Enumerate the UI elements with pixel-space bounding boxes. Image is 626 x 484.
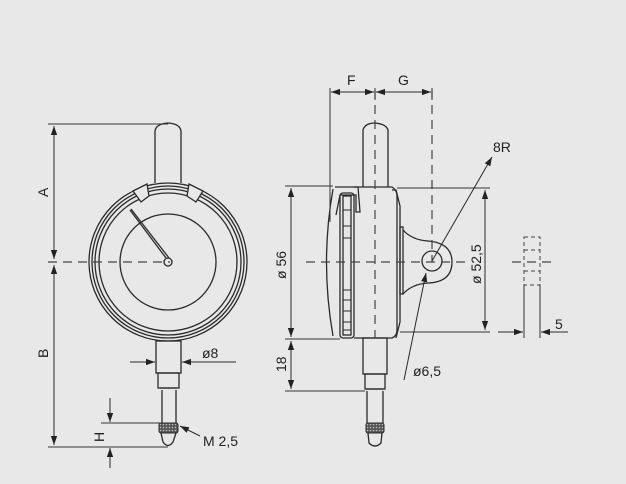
label-bezel-diameter: ø 52,5 — [468, 244, 484, 284]
thread-callout: M 2,5 — [179, 425, 238, 449]
label-lug-radius: 8R — [493, 139, 511, 155]
lug-radius-callout: 8R — [431, 139, 511, 262]
dimension-H: H — [91, 398, 160, 468]
stem — [155, 340, 182, 447]
plunger-cap — [154, 122, 182, 183]
label-case-diameter: ø 56 — [273, 251, 289, 279]
front-view: A B ø8 H M 2,5 — [35, 122, 248, 468]
label-lug-width: 5 — [555, 316, 563, 332]
label-stem-length: 18 — [273, 356, 289, 372]
bezel-ring — [339, 192, 355, 339]
lug — [402, 229, 453, 295]
label-F: F — [347, 72, 356, 88]
label-thread: M 2,5 — [203, 433, 238, 449]
side-view: F G ø 56 18 ø 52,5 8R ø6,5 — [273, 72, 511, 447]
dimension-case-diameter: ø 56 18 — [273, 185, 365, 392]
bezel-ticks — [343, 209, 351, 331]
dimension-stem-diameter: ø8 — [130, 345, 236, 366]
lug-hole-callout: ø6,5 — [403, 272, 441, 381]
dimension-A-B: A B — [35, 123, 168, 448]
knurled-tip — [158, 422, 179, 434]
bezel-clip-left — [132, 183, 150, 203]
bezel-clip-right — [186, 183, 204, 203]
label-A: A — [35, 187, 51, 197]
dial-face — [119, 213, 217, 311]
dimension-F-G: F G — [329, 72, 433, 222]
case-body — [354, 186, 398, 339]
label-stem-diameter: ø8 — [202, 345, 219, 361]
label-G: G — [398, 72, 409, 88]
label-B: B — [35, 349, 51, 358]
label-H: H — [91, 432, 107, 442]
label-lug-hole: ø6,5 — [413, 363, 441, 379]
lug-plate — [399, 226, 404, 295]
side-stem — [362, 337, 388, 447]
dimension-bezel-diameter: ø 52,5 — [397, 187, 490, 333]
lug-hole — [421, 250, 443, 272]
lug-end-view: 5 — [498, 236, 568, 338]
side-knurled-tip — [365, 422, 385, 434]
